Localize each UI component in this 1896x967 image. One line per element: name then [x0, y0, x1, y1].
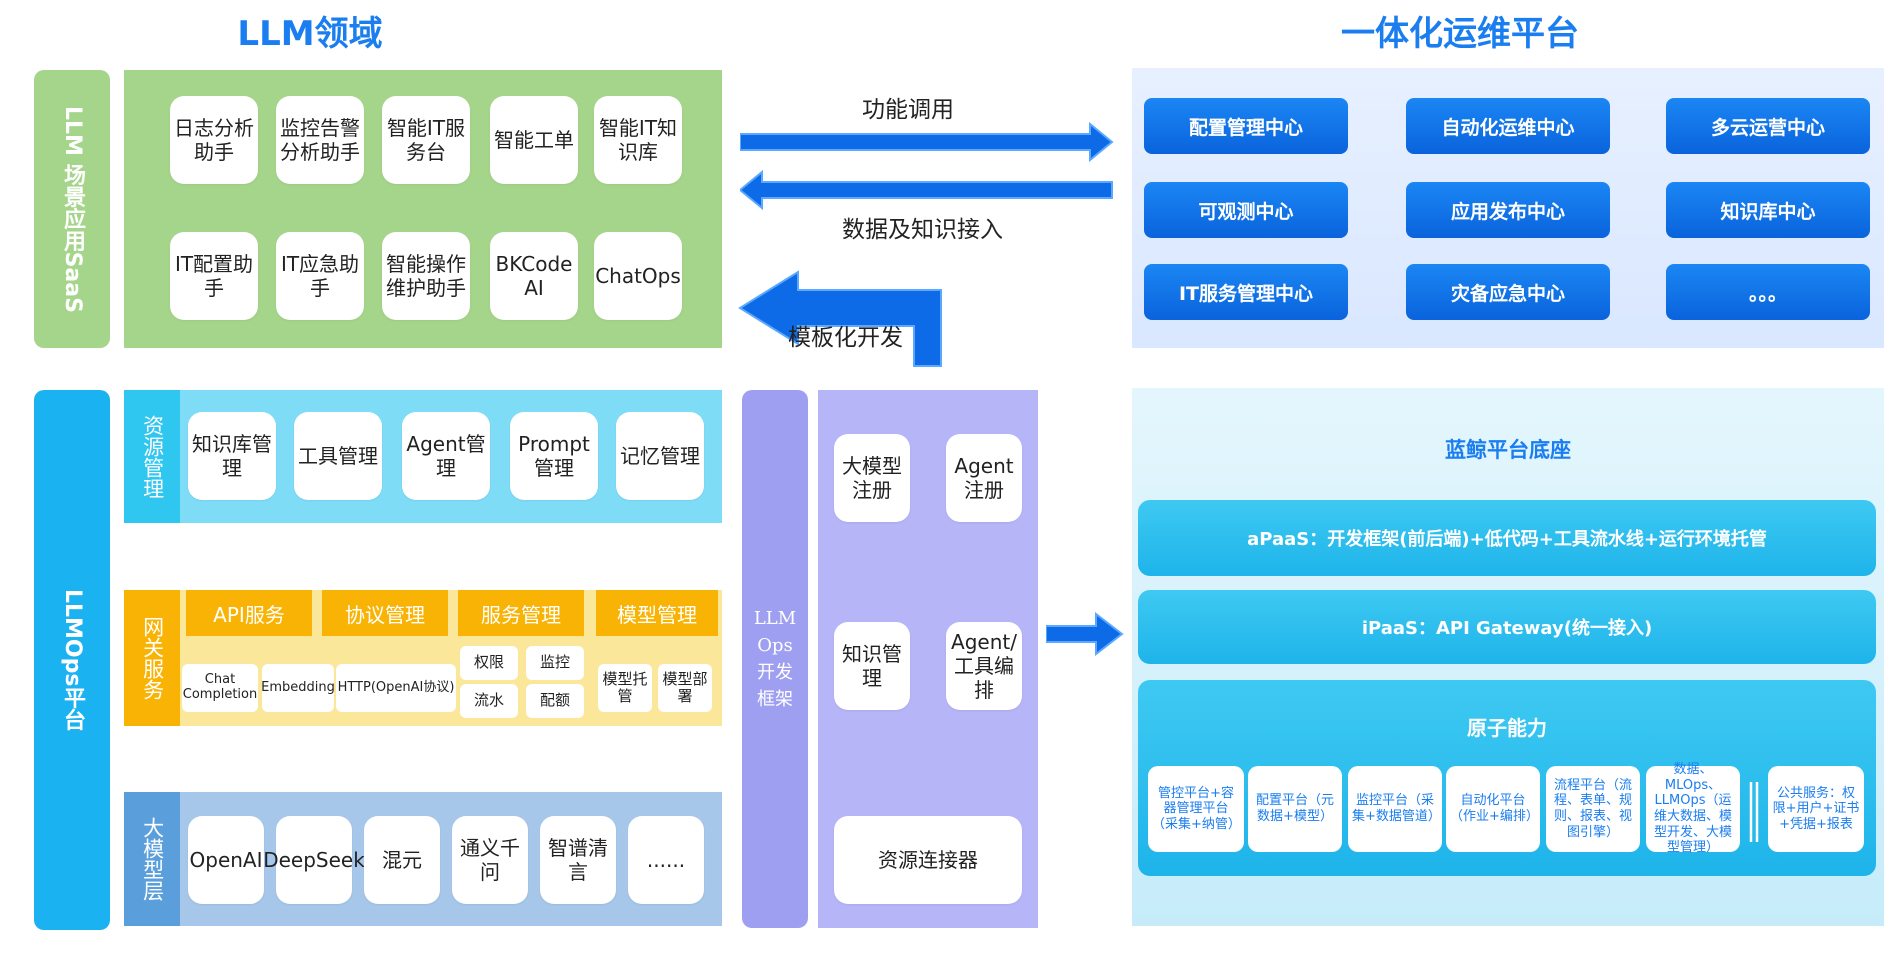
arrow-left-icon [740, 170, 1113, 210]
resource-card: 知识库管理 [188, 412, 276, 500]
function-call-label: 功能调用 [862, 97, 954, 123]
framework-card: 知识管理 [834, 622, 910, 710]
ops-center-item: 多云运营中心 [1666, 98, 1870, 154]
divider-icon [1749, 782, 1759, 842]
atomic-card: 监控平台（采集+数据管道） [1348, 766, 1442, 852]
framework-card: 大模型注册 [834, 434, 910, 522]
service-item: 监控 [526, 646, 584, 680]
ops-center-item: IT服务管理中心 [1144, 264, 1348, 320]
resource-card: Agent管理 [402, 412, 490, 500]
resource-card: 记忆管理 [616, 412, 704, 500]
model-mgmt-item: 模型托管 [598, 664, 652, 712]
llm-domain-title: LLM领域 [237, 14, 383, 54]
atomic-card: 自动化平台（作业+编排） [1446, 766, 1540, 852]
saas-card: 智能IT知识库 [594, 96, 682, 184]
service-item: 流水 [460, 684, 518, 718]
atomic-card: 配置平台（元数据+模型） [1248, 766, 1342, 852]
model-label: 大模型层 [124, 792, 180, 926]
saas-card: BKCode AI [490, 232, 578, 320]
template-dev-label: 模板化开发 [788, 325, 903, 351]
saas-card: IT配置助手 [170, 232, 258, 320]
apaas-bar: aPaaS：开发框架(前后端)+低代码+工具流水线+运行环境托管 [1138, 500, 1876, 576]
framework-label-text: LLMOps开发框架 [753, 608, 797, 710]
ops-center-item: 应用发布中心 [1406, 182, 1610, 238]
atomic-card: 流程平台（流程、表单、规则、报表、视图引擎） [1546, 766, 1640, 852]
saas-card: 监控告警分析助手 [276, 96, 364, 184]
ops-center-item: 知识库中心 [1666, 182, 1870, 238]
service-item: 配额 [526, 684, 584, 718]
framework-card: Agent/工具编排 [946, 622, 1022, 710]
base-title: 蓝鲸平台底座 [1445, 438, 1571, 462]
saas-side-label: LLM 场景应用SaaS [34, 70, 110, 348]
atomic-title: 原子能力 [1467, 716, 1547, 740]
atomic-card: 数据、MLOps、LLMOps（运维大数据、模型开发、大模型管理） [1646, 762, 1740, 855]
saas-card: IT应急助手 [276, 232, 364, 320]
model-card: 混元 [364, 816, 440, 904]
resource-card: Prompt管理 [510, 412, 598, 500]
framework-card: Agent注册 [946, 434, 1022, 522]
llmops-side-label: LLMOps平台 [34, 390, 110, 930]
model-mgmt-item: 模型部署 [658, 664, 712, 712]
model-card: DeepSeek [263, 816, 365, 904]
model-card: ...... [628, 816, 704, 904]
framework-card: 资源连接器 [834, 816, 1022, 904]
ops-center-item: 配置管理中心 [1144, 98, 1348, 154]
model-card: 通义千问 [452, 816, 528, 904]
ops-platform-title: 一体化运维平台 [1341, 14, 1579, 54]
api-item: Chat Completion [182, 664, 258, 712]
saas-card: 智能工单 [490, 96, 578, 184]
api-item: HTTP(OpenAI协议) [336, 664, 456, 712]
model-card: 智谱清言 [540, 816, 616, 904]
ops-center-item: 。。。 [1666, 264, 1870, 320]
atomic-card: 管控平台+容器管理平台（采集+纳管） [1148, 766, 1244, 852]
arrow-to-base-icon [1046, 612, 1124, 656]
model-card: OpenAI [188, 816, 264, 904]
service-item: 权限 [460, 646, 518, 680]
ops-center-item: 灾备应急中心 [1406, 264, 1610, 320]
framework-side-label: LLMOps开发框架 [742, 390, 808, 928]
gateway-header: 模型管理 [596, 590, 718, 636]
resource-card: 工具管理 [294, 412, 382, 500]
template-arrow-icon [738, 270, 942, 367]
saas-card: 智能IT服务台 [382, 96, 470, 184]
arrow-right-icon [740, 122, 1114, 162]
resource-label: 资源管理 [124, 390, 180, 523]
gateway-header: API服务 [186, 590, 312, 636]
atomic-card: 公共服务：权限+用户+证书+凭据+报表 [1768, 766, 1864, 852]
gateway-header: 服务管理 [458, 590, 584, 636]
saas-card: ChatOps [594, 232, 682, 320]
saas-card: 日志分析助手 [170, 96, 258, 184]
gateway-header: 协议管理 [322, 590, 448, 636]
ops-center-item: 可观测中心 [1144, 182, 1348, 238]
gateway-label: 网关服务 [124, 590, 180, 726]
ops-center-item: 自动化运维中心 [1406, 98, 1610, 154]
api-item: Embedding [261, 664, 335, 712]
data-knowledge-label: 数据及知识接入 [842, 217, 1003, 243]
saas-card: 智能操作维护助手 [382, 232, 470, 320]
ipaas-bar: iPaaS：API Gateway(统一接入) [1138, 590, 1876, 664]
